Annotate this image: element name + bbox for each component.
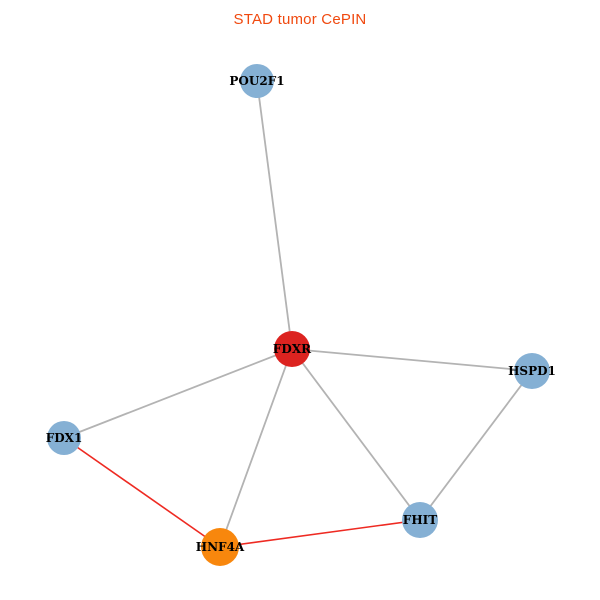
edge-FDXR-FDX1 [63,348,293,439]
node-HNF4A [201,528,239,566]
edge-FDXR-HNF4A [219,348,293,548]
node-HSPD1 [514,353,550,389]
node-POU2F1 [240,64,274,98]
edge-FDXR-HSPD1 [291,348,533,372]
edge-layer [63,80,533,548]
edge-FHIT-HSPD1 [419,370,533,521]
node-layer [47,64,550,566]
edge-HNF4A-FHIT [219,519,421,548]
node-FHIT [402,502,438,538]
edge-POU2F1-FDXR [256,80,293,350]
node-label-HSPD1: HSPD1 [508,364,556,378]
node-label-POU2F1: POU2F1 [229,74,284,88]
plot-title: STAD tumor CePIN [233,11,367,28]
edge-FDXR-FHIT [291,348,421,521]
node-FDXR [274,331,310,367]
node-label-FDX1: FDX1 [46,431,83,445]
node-label-FDXR: FDXR [273,342,312,356]
node-FDX1 [47,421,81,455]
edge-FDX1-HNF4A [63,437,221,548]
node-label-FHIT: FHIT [403,513,437,527]
node-label-HNF4A: HNF4A [196,540,245,554]
